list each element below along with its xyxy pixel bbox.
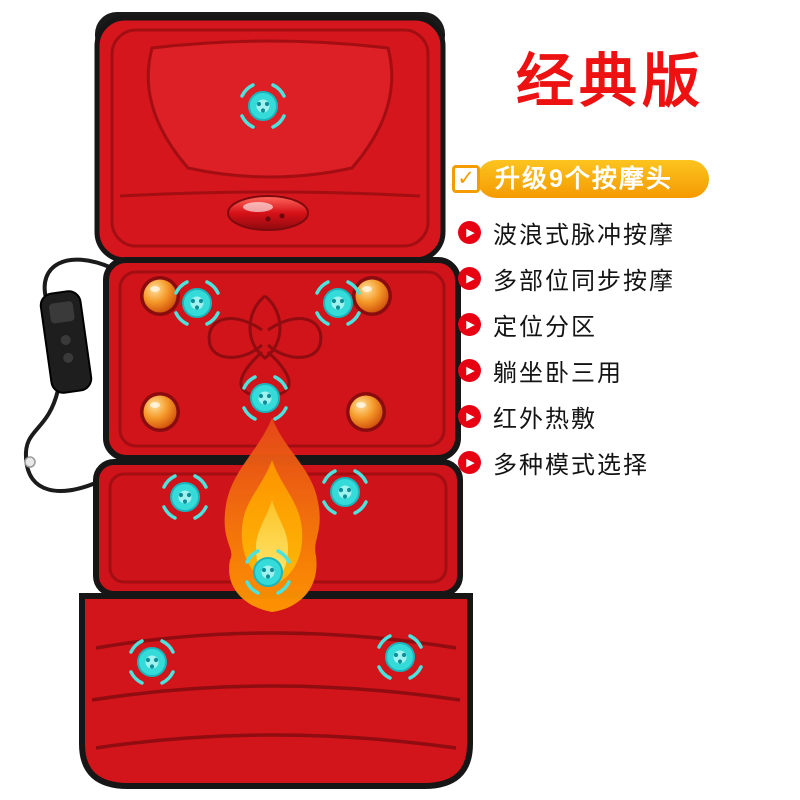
feature-item: ▶ 多部位同步按摩	[458, 256, 796, 302]
feature-label: 定位分区	[493, 314, 597, 342]
massage-ball	[140, 276, 180, 316]
controller-remote	[39, 290, 93, 394]
play-circle-icon: ▶	[458, 221, 481, 245]
highlight-banner: 升级9个按摩头	[477, 159, 709, 198]
edition-badge: 经典版	[516, 49, 706, 114]
marketing-panel: 经典版 ✓ 升级9个按摩头 ▶ 波浪式脉冲按摩 ▶ 多部位同步按摩 ▶ 定位分区…	[452, 50, 796, 486]
heat-flame-graphic	[224, 418, 320, 612]
power-cable	[23, 257, 113, 493]
play-circle-icon: ▶	[458, 313, 481, 337]
play-circle-icon: ▶	[458, 451, 481, 475]
massage-ball	[140, 392, 180, 432]
play-circle-icon: ▶	[458, 267, 481, 291]
feature-item: ▶ 多种模式选择	[458, 440, 796, 486]
massage-ball	[346, 392, 386, 432]
feature-label: 波浪式脉冲按摩	[493, 222, 675, 250]
massage-mat-graphic	[23, 12, 473, 789]
play-circle-icon: ▶	[458, 359, 481, 383]
highlight-banner-row: ✓ 升级9个按摩头	[452, 159, 796, 198]
feature-label: 红外热敷	[493, 406, 597, 434]
feature-item: ▶ 躺坐卧三用	[458, 348, 796, 394]
mat-head-section	[94, 12, 446, 263]
feature-label: 多部位同步按摩	[493, 268, 675, 296]
feature-label: 多种模式选择	[493, 452, 649, 480]
heat-indicator-button	[227, 195, 309, 231]
mat-seat-section	[79, 593, 473, 789]
feature-item: ▶ 红外热敷	[458, 394, 796, 440]
feature-list: ▶ 波浪式脉冲按摩 ▶ 多部位同步按摩 ▶ 定位分区 ▶ 躺坐卧三用 ▶ 红外热…	[458, 210, 796, 486]
cable-connector	[24, 456, 36, 468]
feature-item: ▶ 波浪式脉冲按摩	[458, 210, 796, 256]
play-circle-icon: ▶	[458, 405, 481, 429]
flower-pattern	[207, 294, 323, 396]
feature-item: ▶ 定位分区	[458, 302, 796, 348]
massage-ball	[352, 276, 392, 316]
checked-checkbox-icon: ✓	[452, 164, 480, 193]
feature-label: 躺坐卧三用	[493, 360, 623, 388]
